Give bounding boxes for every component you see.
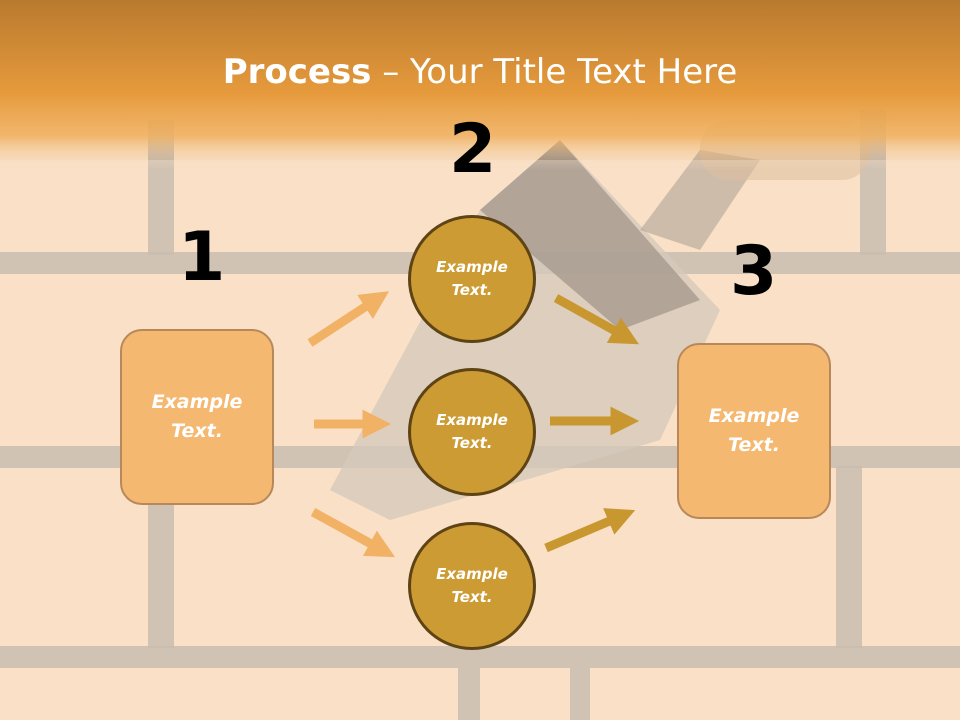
circle-3-text-line1: Example — [436, 565, 508, 583]
circle-1-text-line1: Example — [436, 258, 508, 276]
step-number-1: 1 — [178, 218, 226, 297]
step-3-text-line1: Example — [708, 405, 800, 427]
arrow-box1-to-circle1 — [307, 291, 390, 347]
title-rest: – Your Title Text Here — [371, 52, 738, 92]
step-2-circle-middle: Example Text. — [408, 368, 536, 496]
circle-1-text-line2: Text. — [451, 281, 493, 299]
step-number-3: 3 — [730, 232, 778, 311]
arrow-circle3-to-box3 — [544, 508, 636, 553]
step-3-text-line2: Text. — [728, 434, 780, 456]
circle-2-text-line2: Text. — [451, 434, 493, 452]
slide-title: Process – Your Title Text Here — [0, 52, 960, 92]
step-1-text-line2: Text. — [171, 420, 223, 442]
arrow-circle1-to-box3 — [553, 294, 640, 345]
step-1-box: Example Text. — [120, 329, 274, 505]
step-3-box: Example Text. — [677, 343, 831, 519]
step-number-2: 2 — [449, 110, 497, 189]
arrow-box1-to-circle3 — [310, 508, 396, 558]
circle-2-text-line1: Example — [436, 411, 508, 429]
step-1-text-line1: Example — [151, 391, 243, 413]
step-2-circle-top: Example Text. — [408, 215, 536, 343]
title-bold: Process — [222, 52, 372, 92]
step-2-circle-bottom: Example Text. — [408, 522, 536, 650]
circle-3-text-line2: Text. — [451, 588, 493, 606]
